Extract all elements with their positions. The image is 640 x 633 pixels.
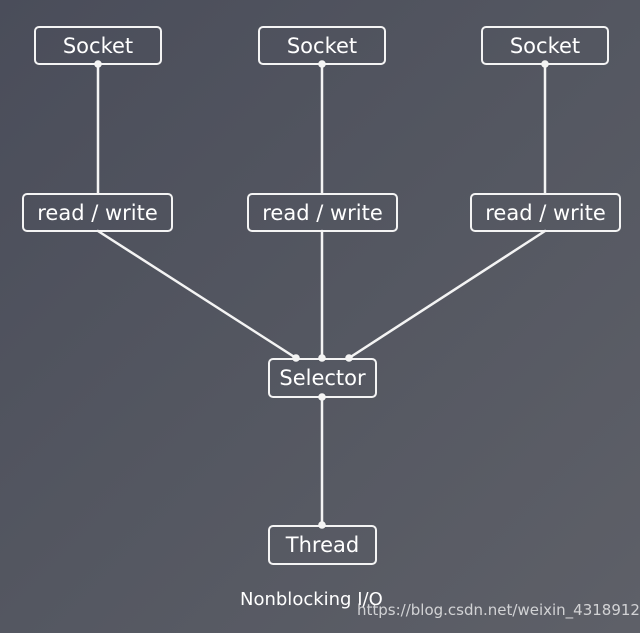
socket-node-2: Socket: [258, 26, 386, 65]
socket-node-3: Socket: [481, 26, 609, 65]
connector-channel-3-to-selector: [347, 229, 547, 360]
read-write-node-2: read / write: [247, 193, 398, 232]
watermark-text: https://blog.csdn.net/weixin_43189126: [357, 601, 640, 619]
selector-node: Selector: [268, 358, 377, 398]
read-write-node-3: read / write: [470, 193, 621, 232]
read-write-node-1: read / write: [22, 193, 173, 232]
diagram-caption: Nonblocking I/O: [240, 589, 383, 610]
socket-node-1: Socket: [34, 26, 162, 65]
thread-node: Thread: [268, 525, 377, 565]
connector-channel-1-to-selector: [96, 229, 298, 360]
